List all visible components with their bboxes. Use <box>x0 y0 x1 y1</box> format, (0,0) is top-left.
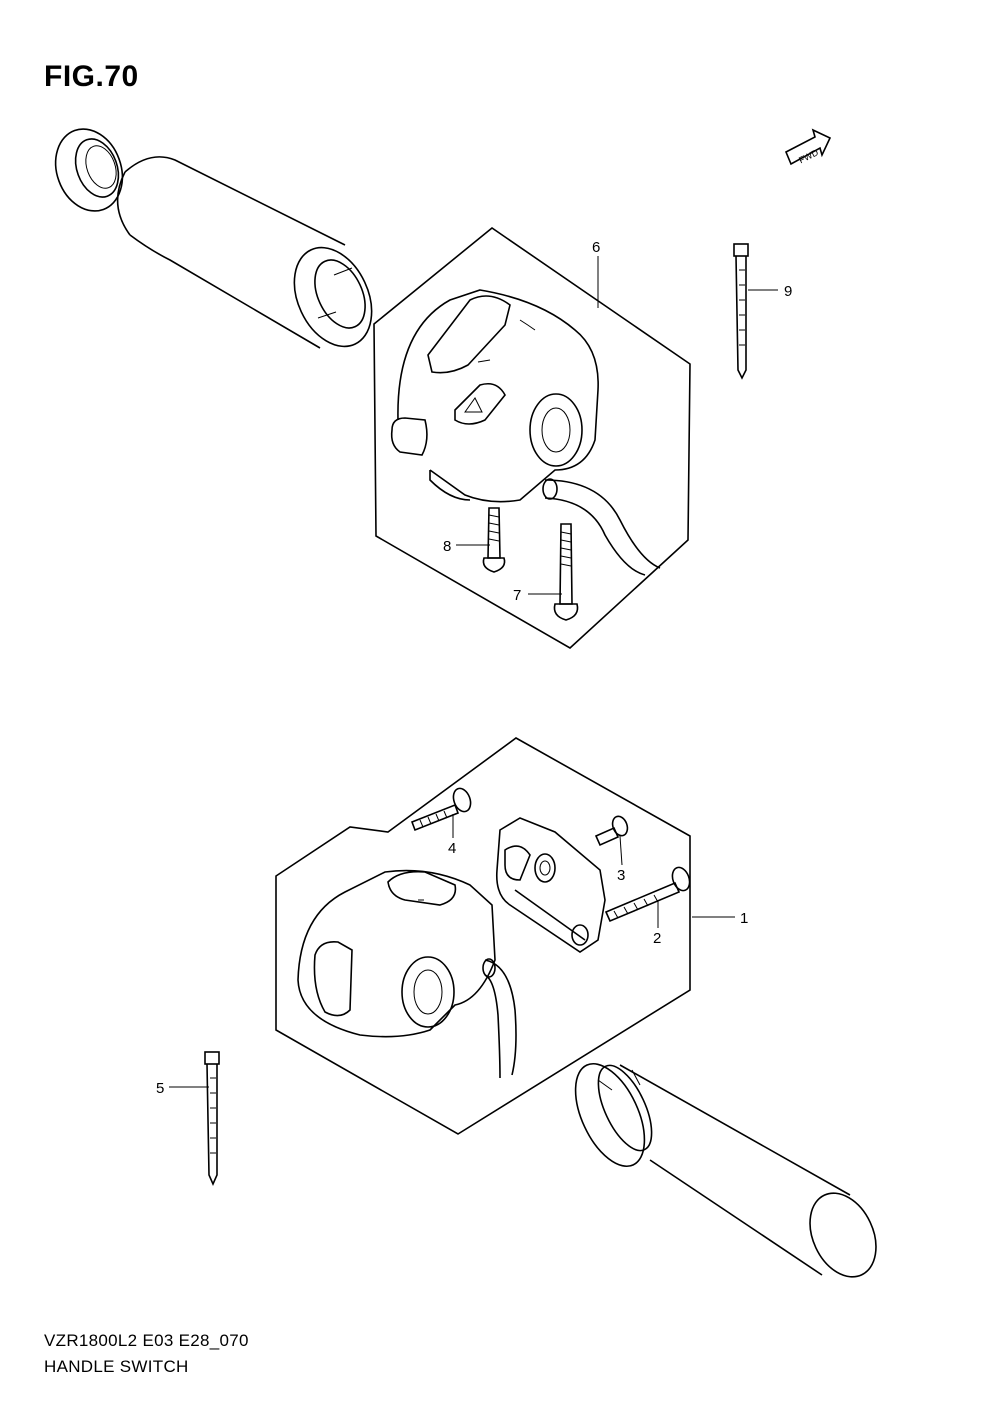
cable-tie-5[interactable] <box>204 1051 220 1186</box>
callout-4: 4 <box>448 840 456 857</box>
screw-8[interactable] <box>482 507 506 573</box>
callout-6: 6 <box>592 239 600 256</box>
callout-8: 8 <box>443 538 451 555</box>
cable-tie-9[interactable] <box>733 243 749 380</box>
figure-title: FIG.70 <box>44 60 139 93</box>
fwd-arrow-icon: FWD <box>784 128 832 165</box>
switch-bracket[interactable] <box>495 817 606 953</box>
callout-5: 5 <box>156 1080 164 1097</box>
screw-7[interactable] <box>553 523 579 621</box>
right-grip-bottom[interactable] <box>561 1053 888 1287</box>
callout-3: 3 <box>617 867 625 884</box>
leader-lines <box>169 256 778 1088</box>
callout-9: 9 <box>784 283 792 300</box>
callout-2: 2 <box>653 930 661 947</box>
screw-3[interactable] <box>594 814 630 847</box>
screw-4[interactable] <box>410 786 474 832</box>
left-grip-top[interactable] <box>45 120 387 359</box>
right-handle-switch[interactable] <box>297 869 517 1079</box>
model-code: VZR1800L2 E03 E28_070 <box>44 1331 249 1350</box>
figure-name: HANDLE SWITCH <box>44 1357 189 1376</box>
callout-1: 1 <box>740 910 748 927</box>
upper-assembly-frame <box>373 227 691 649</box>
callout-7: 7 <box>513 587 521 604</box>
left-handle-switch[interactable] <box>390 289 661 576</box>
screw-2[interactable] <box>604 865 693 923</box>
lower-assembly-frame <box>275 737 691 1135</box>
